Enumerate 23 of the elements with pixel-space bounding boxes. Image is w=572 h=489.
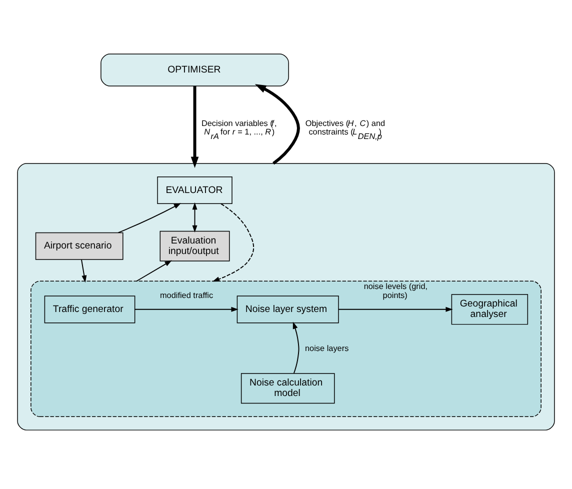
arrow	[134, 306, 238, 312]
cluster	[17, 162, 555, 430]
node-box: EVALUATOR	[157, 176, 232, 204]
node-box: Airport scenario	[35, 232, 124, 260]
cluster	[30, 280, 542, 417]
arrow	[212, 202, 254, 282]
edge-label: noise layers	[304, 343, 349, 352]
edge-label: noise levels (grid, points)	[364, 282, 428, 300]
arrow	[190, 86, 199, 168]
arrow	[192, 202, 198, 232]
node-box: Evaluation input/output	[160, 230, 230, 261]
node-box: Noise calculation model	[240, 372, 335, 404]
edge-label: modified traffic	[160, 290, 214, 300]
arrow	[118, 202, 182, 233]
arrow	[292, 321, 300, 374]
arrow	[254, 84, 300, 164]
node-box: Noise layer system	[236, 295, 339, 323]
node-box: Geographical analyser	[451, 294, 528, 324]
node-box: OPTIMISER	[100, 53, 289, 86]
arrow	[136, 260, 172, 282]
arrow	[338, 306, 453, 312]
arrow	[81, 258, 87, 282]
node-box: Traffic generator	[44, 295, 136, 323]
